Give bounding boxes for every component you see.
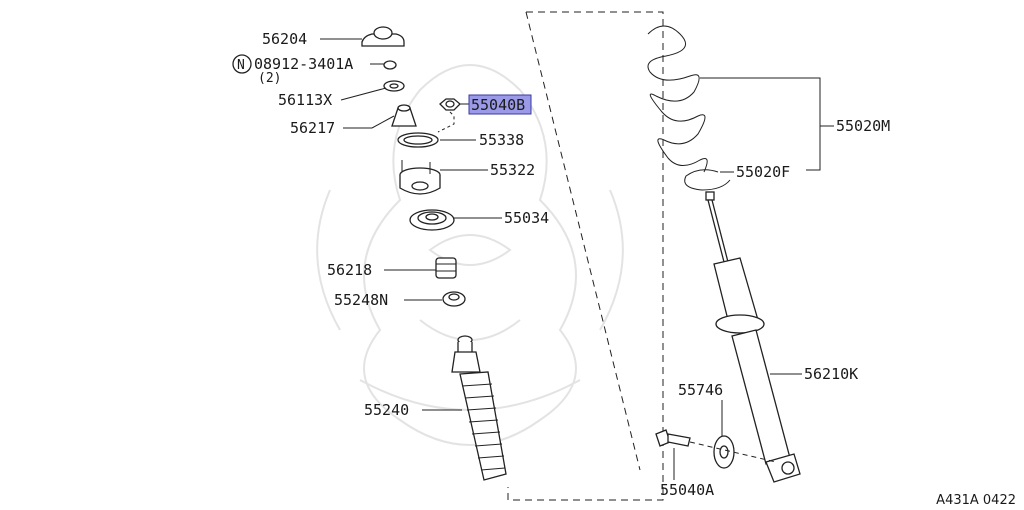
- callout-56217[interactable]: 56217: [290, 119, 335, 137]
- part-55248n-ring: [404, 291, 466, 307]
- part-08912-nut: [232, 54, 397, 74]
- assembly-boundary-diagonal: [525, 11, 641, 471]
- callout-56204[interactable]: 56204: [262, 30, 307, 48]
- assembly-boundary: [507, 11, 664, 501]
- callout-55240[interactable]: 55240: [364, 401, 409, 419]
- callout-55040b[interactable]: 55040B: [471, 96, 525, 114]
- callout-55034[interactable]: 55034: [504, 209, 549, 227]
- callout-56113x[interactable]: 56113X: [278, 91, 332, 109]
- callout-55338[interactable]: 55338: [479, 131, 524, 149]
- callout-08912-prefix: N: [237, 58, 245, 73]
- callout-55746[interactable]: 55746: [678, 381, 723, 399]
- callout-56210k[interactable]: 56210K: [804, 365, 858, 383]
- callout-55020f[interactable]: 55020F: [736, 163, 790, 181]
- callout-56218[interactable]: 56218: [327, 261, 372, 279]
- callout-55020m[interactable]: 55020M: [836, 117, 890, 135]
- part-55746-washer: [689, 400, 777, 469]
- part-56210k-shock-absorber: [705, 191, 802, 483]
- callout-55040a[interactable]: 55040A: [660, 481, 714, 499]
- part-55240-dust-boot: [422, 335, 507, 481]
- part-55040a-bolt: [655, 429, 691, 480]
- diagram-reference-code: A431A 0422: [936, 493, 1016, 508]
- part-56113x-washer: [340, 80, 405, 101]
- part-56204-cap: [320, 26, 405, 47]
- callout-08912-3401a[interactable]: 08912-3401A: [254, 55, 353, 73]
- part-55034-seat: [409, 209, 502, 231]
- part-55020m-coil-spring: [647, 25, 834, 173]
- callout-55248n[interactable]: 55248N: [334, 291, 388, 309]
- callout-08912-quantity: (2): [258, 71, 281, 86]
- part-56218-bumper: [384, 257, 457, 279]
- part-55020f-seat-ring: [684, 169, 734, 191]
- part-55040b-nut: [437, 98, 470, 133]
- part-55322-mount: [399, 160, 488, 195]
- callout-55322[interactable]: 55322: [490, 161, 535, 179]
- part-56217-bushing: [343, 104, 417, 129]
- part-55338-gasket: [397, 132, 476, 148]
- highlight-box-55040b: [468, 94, 532, 115]
